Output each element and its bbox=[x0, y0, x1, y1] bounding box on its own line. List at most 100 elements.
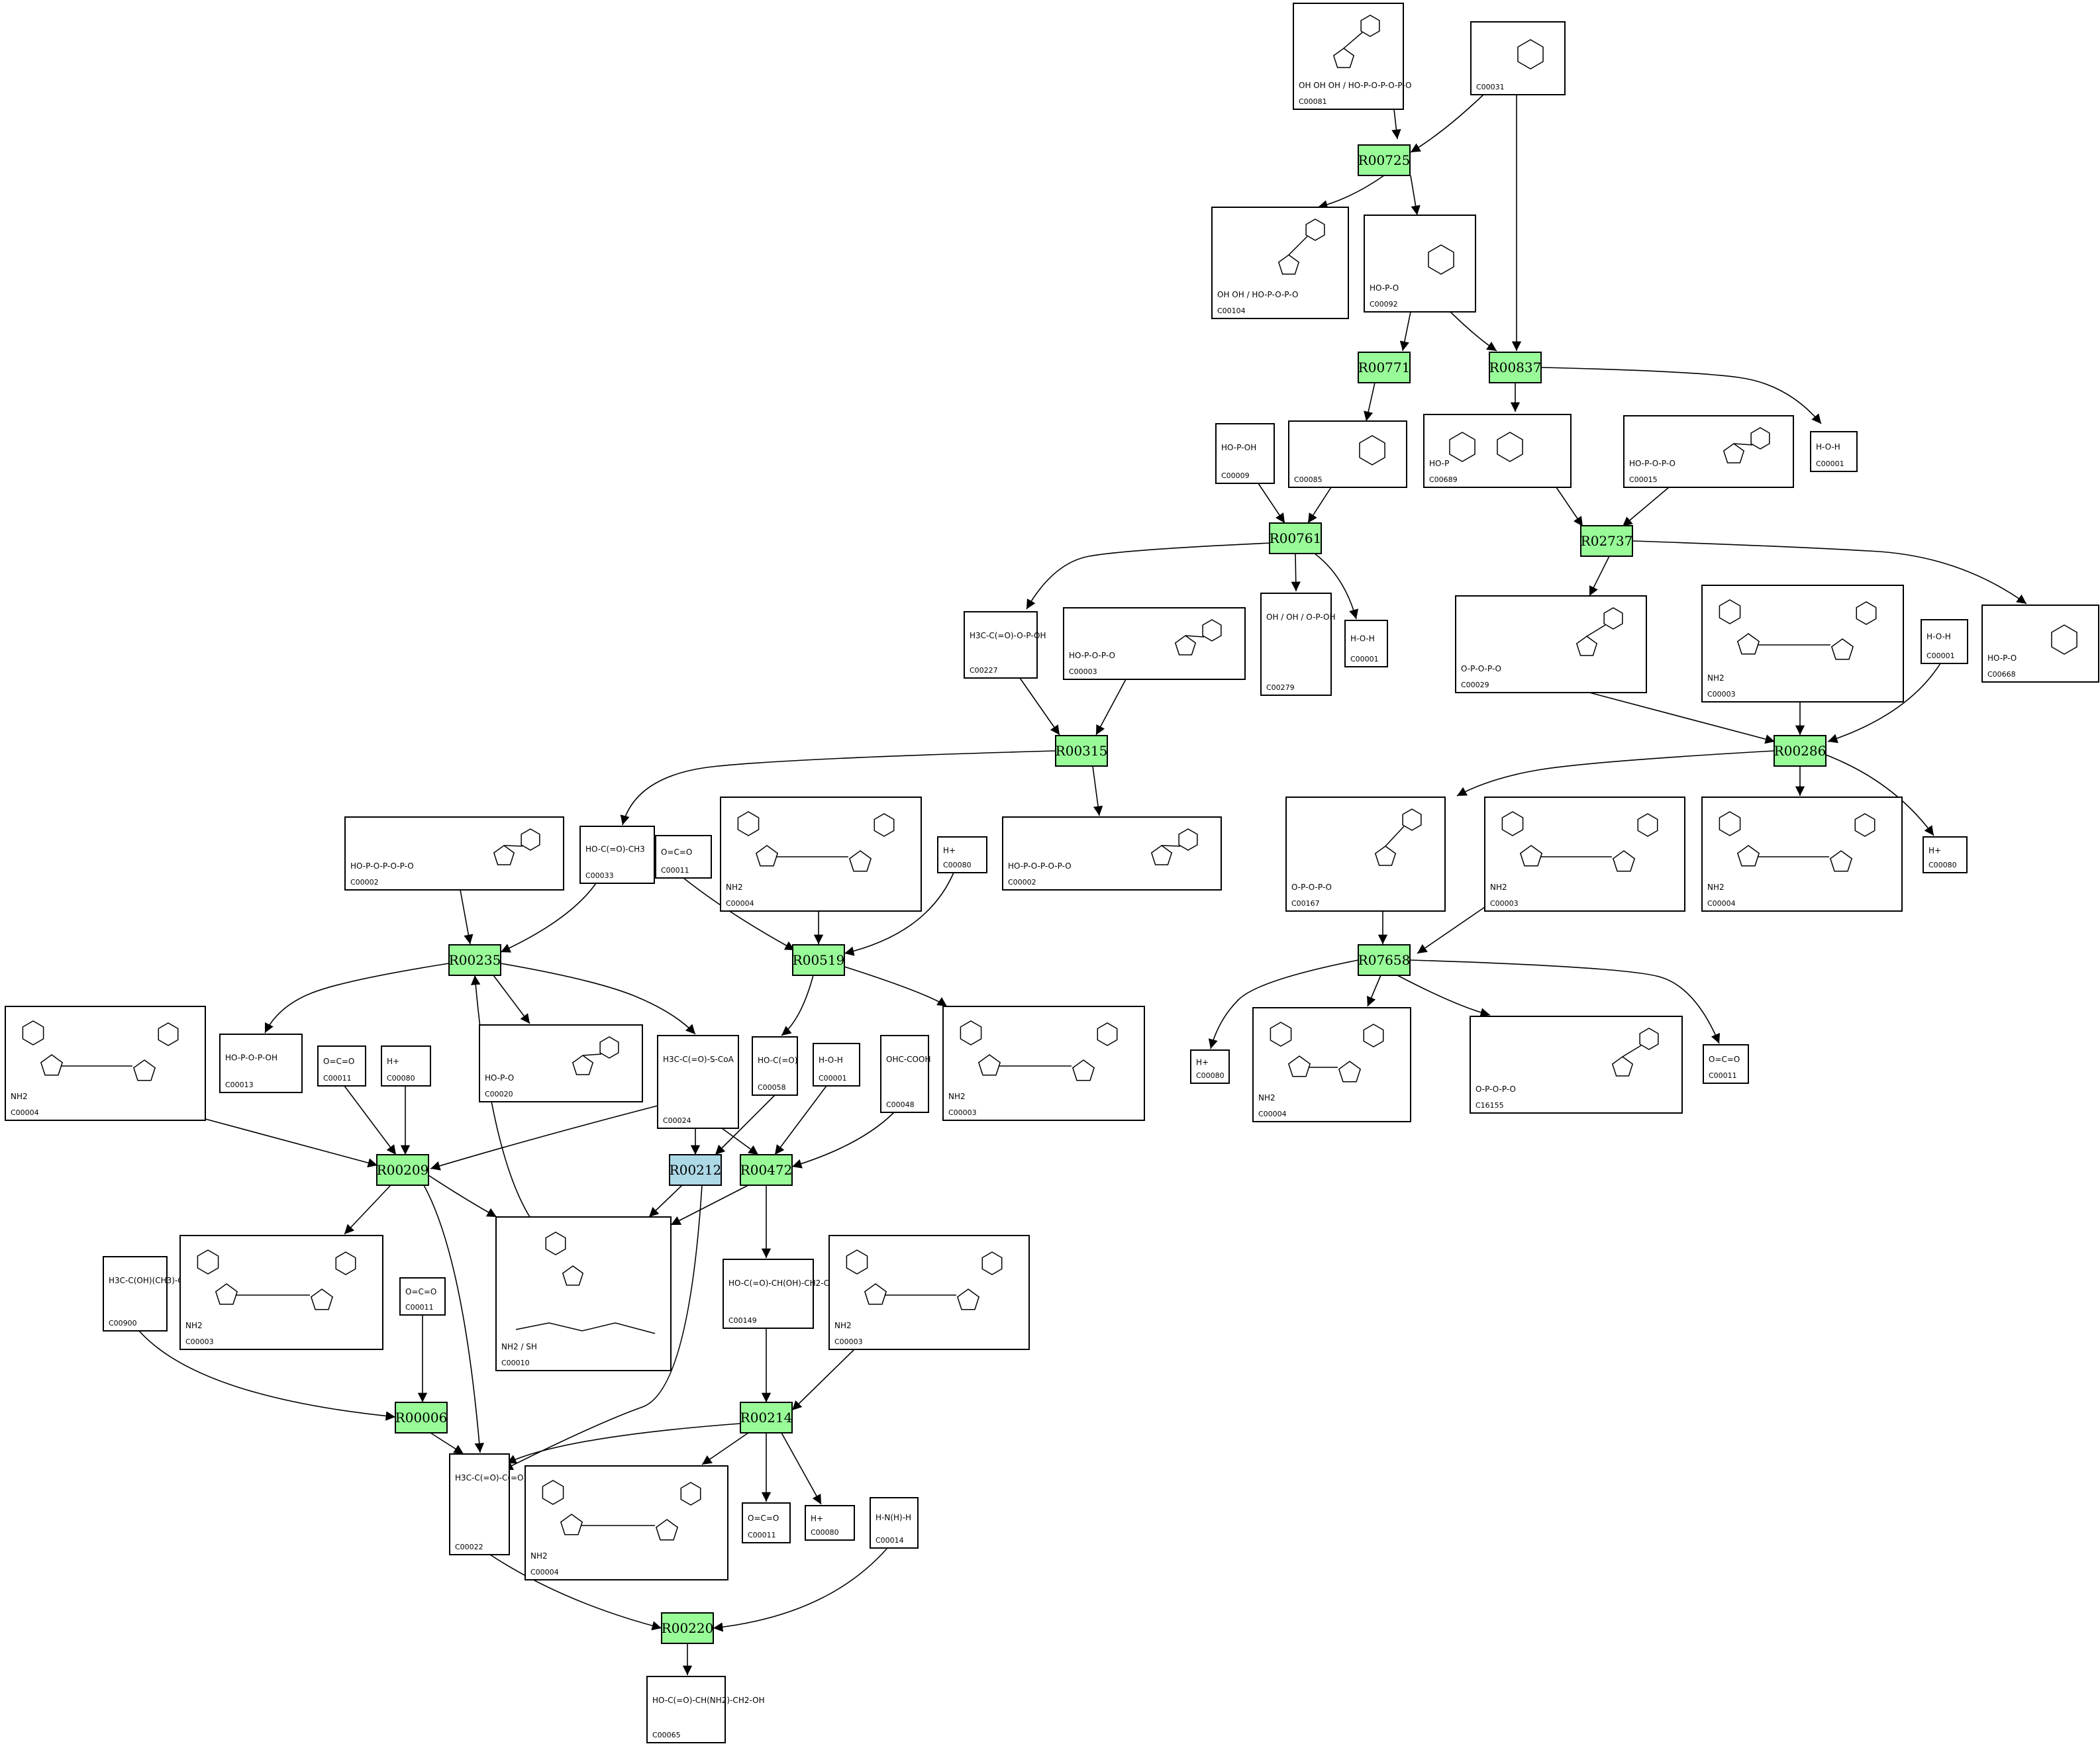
compound-box bbox=[752, 1036, 798, 1096]
edge-R00214-n48 bbox=[506, 1423, 741, 1464]
compound-formula: HO-P-O bbox=[1987, 654, 2017, 663]
compound-id: C00011 bbox=[1709, 1071, 1737, 1080]
reaction-node[interactable]: R00214 bbox=[740, 1402, 793, 1433]
compound-node[interactable]: H+C00080 bbox=[937, 836, 987, 873]
reaction-node[interactable]: R00837 bbox=[1489, 352, 1542, 383]
ring-pentagon bbox=[864, 1283, 887, 1305]
ring-hexagon bbox=[1270, 1022, 1292, 1047]
edge-n14-R00286 bbox=[1589, 692, 1775, 744]
compound-node[interactable]: H+C00080 bbox=[1923, 836, 1968, 873]
compound-node[interactable]: C00085 bbox=[1288, 420, 1407, 488]
compound-formula: O-P-O-P-O bbox=[1461, 664, 1501, 673]
compound-box bbox=[103, 1256, 168, 1332]
ring-hexagon bbox=[1856, 601, 1877, 625]
reaction-node[interactable]: R00006 bbox=[395, 1402, 448, 1433]
reaction-node[interactable]: R00209 bbox=[376, 1154, 429, 1186]
compound-box bbox=[1364, 215, 1476, 313]
ring-pentagon bbox=[215, 1283, 238, 1305]
reaction-node[interactable]: R00519 bbox=[792, 944, 845, 976]
compound-node[interactable]: H+C00080 bbox=[381, 1045, 431, 1087]
edge-R00212-n45 bbox=[648, 1185, 683, 1218]
edge-n33-R00209 bbox=[430, 1105, 658, 1171]
compound-node[interactable]: H+C00080 bbox=[1190, 1049, 1230, 1084]
compound-node[interactable]: C00031 bbox=[1470, 21, 1566, 95]
reaction-node[interactable]: R07658 bbox=[1358, 944, 1411, 976]
edge-R00235-n29 bbox=[264, 963, 450, 1034]
compound-box bbox=[1285, 797, 1446, 912]
reaction-node[interactable]: R00761 bbox=[1269, 522, 1322, 554]
ring-pentagon bbox=[1277, 254, 1300, 275]
compound-formula: OH OH OH / HO-P-O-P-O-P-O bbox=[1299, 81, 1411, 90]
reaction-node[interactable]: R00212 bbox=[669, 1154, 722, 1186]
reaction-node[interactable]: R00771 bbox=[1358, 352, 1411, 383]
compound-id: C00003 bbox=[1069, 667, 1097, 676]
reaction-node[interactable]: R00286 bbox=[1774, 735, 1826, 767]
compound-box bbox=[1288, 420, 1407, 488]
compound-id: C00001 bbox=[1926, 652, 1955, 660]
compound-box bbox=[381, 1045, 431, 1087]
edge-n7-R02737 bbox=[1556, 487, 1583, 527]
compound-id: C00003 bbox=[1707, 690, 1736, 699]
edge-R02737-n14 bbox=[1589, 556, 1610, 597]
reaction-node[interactable]: R02737 bbox=[1580, 525, 1633, 557]
compound-node[interactable]: H+C00080 bbox=[805, 1505, 855, 1541]
reaction-box bbox=[792, 944, 845, 976]
edge-n34-R00212 bbox=[715, 1094, 775, 1155]
reaction-node[interactable]: R00315 bbox=[1055, 735, 1108, 767]
compound-node[interactable]: HO-C(=O)C00058 bbox=[752, 1036, 798, 1096]
ring-pentagon bbox=[956, 1288, 980, 1310]
reaction-node[interactable]: R00472 bbox=[740, 1154, 793, 1186]
ring-hexagon bbox=[1097, 1022, 1118, 1046]
reaction-node[interactable]: R00235 bbox=[448, 944, 501, 976]
reaction-node[interactable]: R00725 bbox=[1358, 144, 1411, 176]
reaction-node[interactable]: R00220 bbox=[661, 1612, 714, 1644]
edge-n18-R00235 bbox=[460, 889, 474, 945]
